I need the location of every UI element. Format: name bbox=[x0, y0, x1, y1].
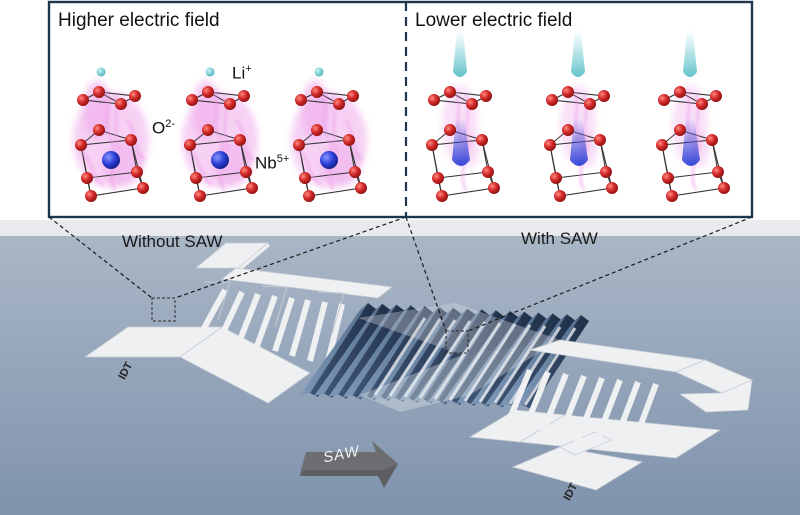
without-saw-label: Without SAW bbox=[122, 232, 223, 251]
left-panel-title: Higher electric field bbox=[58, 10, 220, 31]
crystal-cell-low-field bbox=[656, 30, 730, 202]
crystal-cells bbox=[73, 30, 730, 202]
saw-wave-band bbox=[300, 303, 589, 409]
wave-ridge bbox=[484, 313, 561, 408]
li-ion-label: Li+ bbox=[232, 63, 252, 83]
inset-panels bbox=[47, 0, 754, 219]
wave-ridge bbox=[300, 303, 376, 397]
with-saw-label: With SAW bbox=[521, 229, 598, 248]
left-idt-finger-outlines bbox=[205, 281, 345, 335]
grating-stripes bbox=[373, 317, 577, 406]
wave-ridge bbox=[342, 305, 419, 400]
saw-arrow bbox=[300, 441, 398, 488]
crystal-cell-low-field bbox=[426, 30, 500, 202]
crystal-cell-low-field bbox=[544, 30, 618, 202]
oxygen-ion-label: O2- bbox=[152, 118, 176, 138]
center-grating bbox=[358, 303, 560, 412]
zoom-box-right bbox=[445, 330, 469, 354]
crystal-cell-high-field bbox=[73, 67, 149, 202]
zoom-connectors bbox=[48, 216, 753, 332]
crystal-cell-high-field bbox=[291, 67, 367, 202]
left-idt-electrode bbox=[83, 242, 394, 404]
wave-ridge bbox=[328, 304, 405, 399]
crystal-cell-high-field bbox=[182, 67, 258, 202]
right-panel-title: Lower electric field bbox=[415, 10, 573, 31]
right-idt-fingers bbox=[502, 368, 659, 453]
niobium-ion-label: Nb5+ bbox=[255, 153, 290, 173]
wave-ridge bbox=[314, 303, 391, 398]
zoom-box-left bbox=[151, 297, 176, 322]
